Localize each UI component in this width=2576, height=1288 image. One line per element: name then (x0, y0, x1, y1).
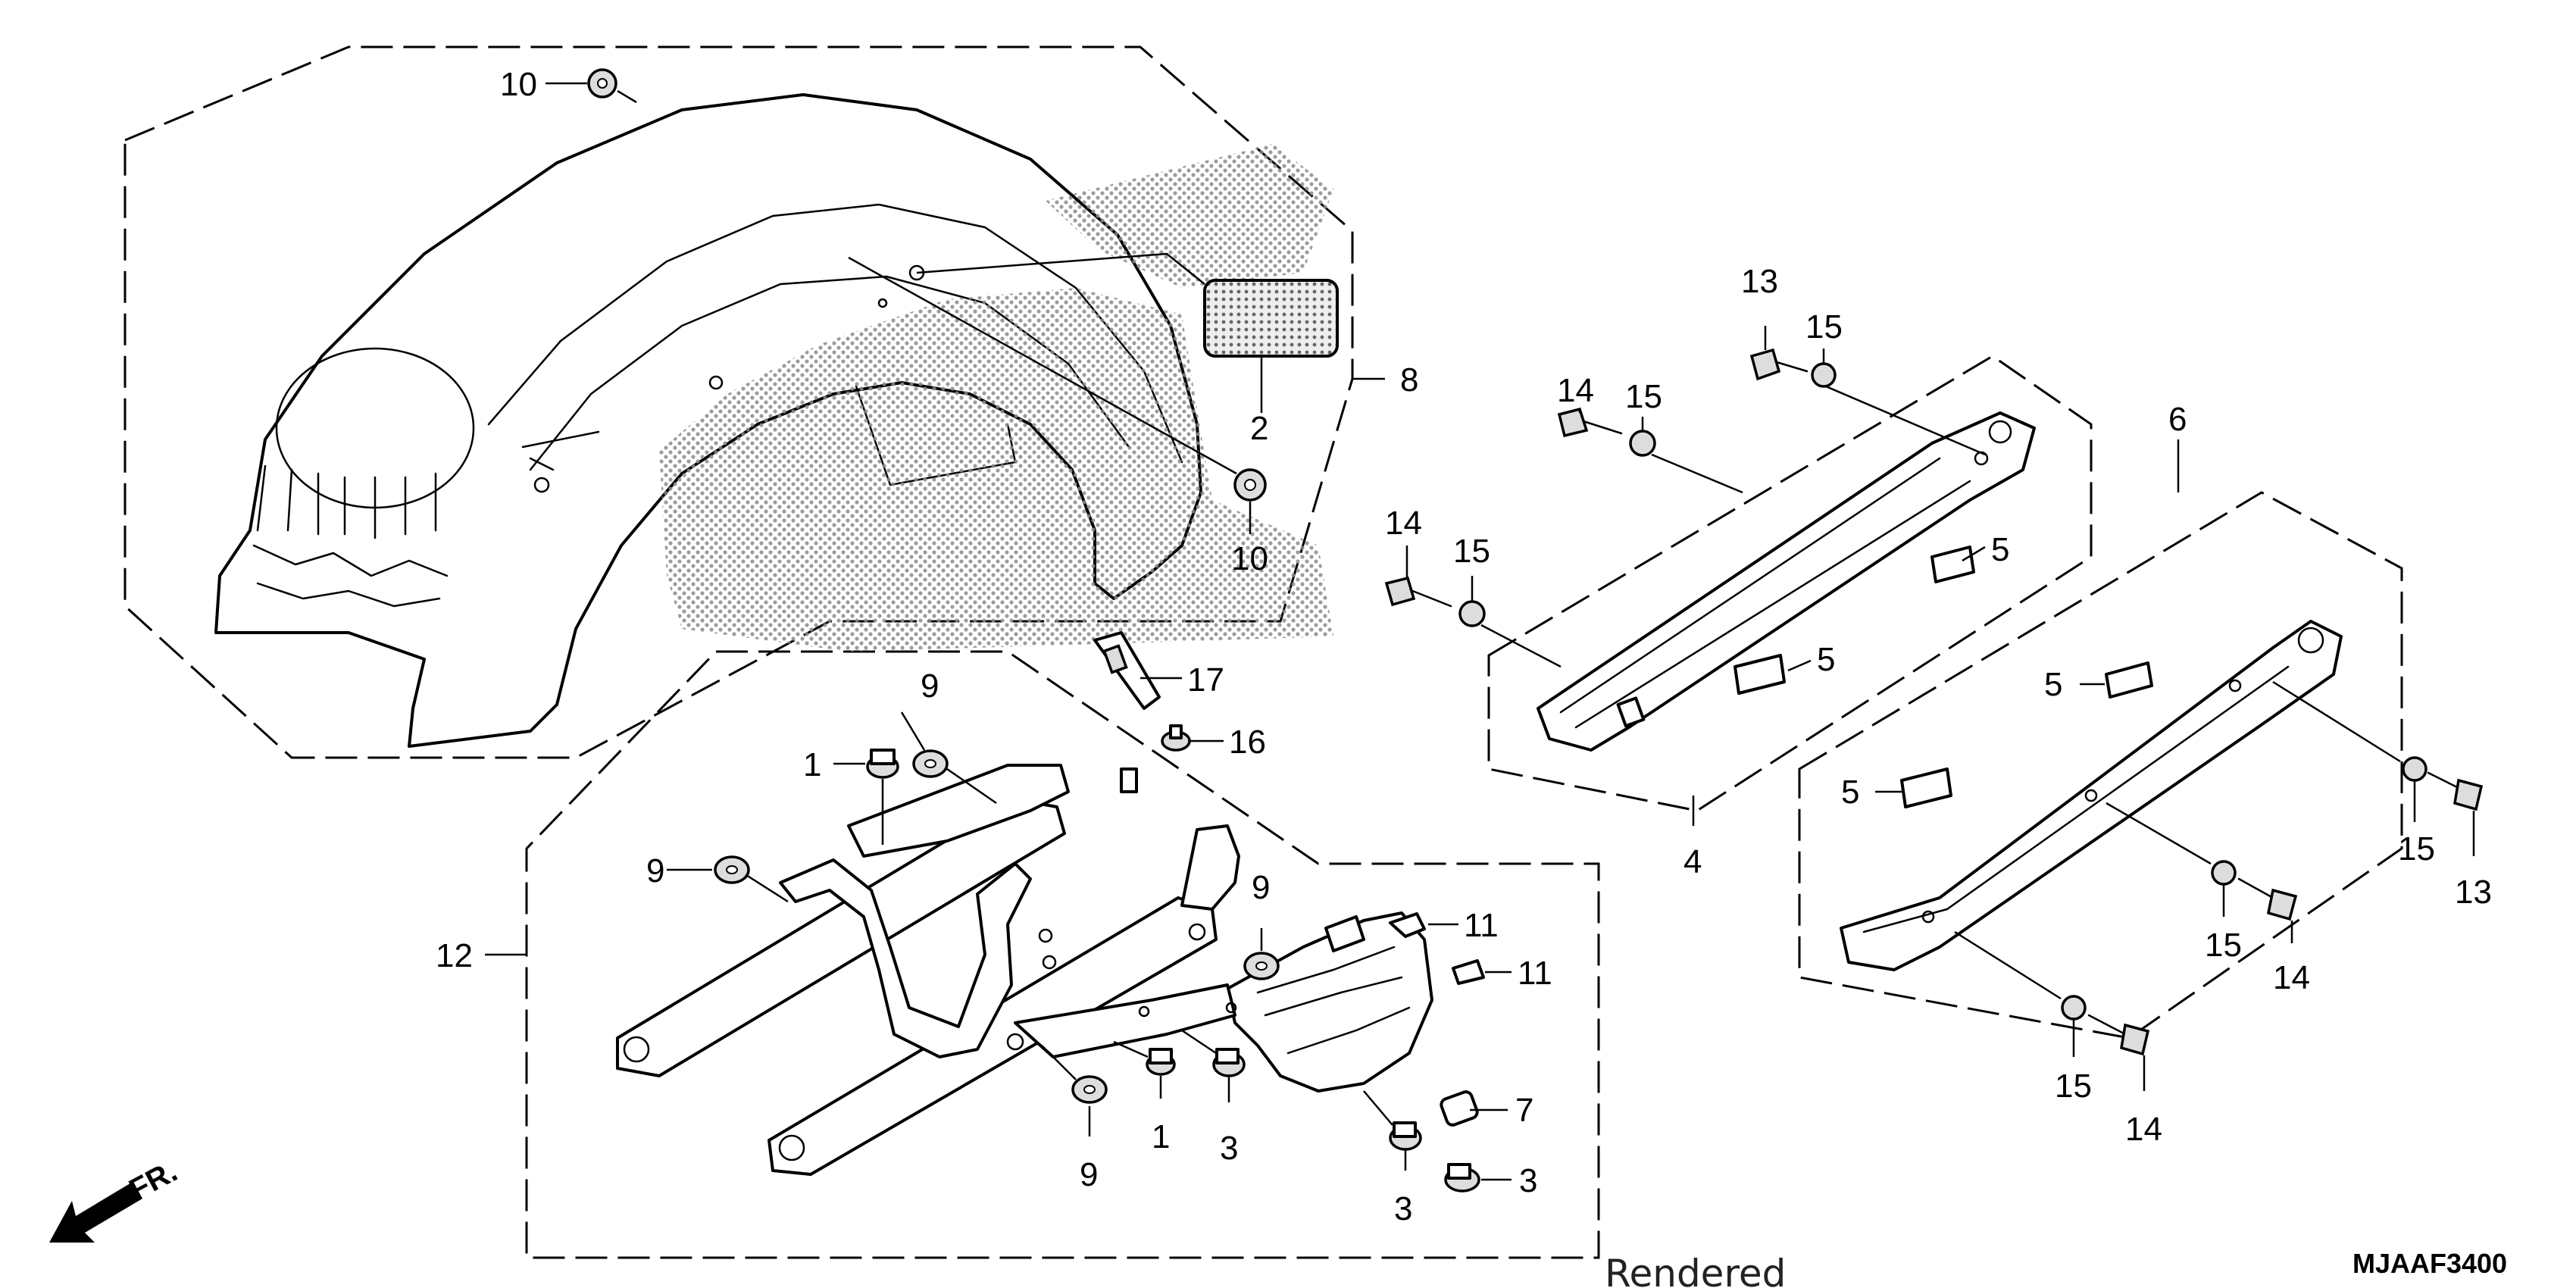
callout-1: 1 (1152, 1118, 1170, 1155)
bolt-13-b (2427, 771, 2484, 811)
bolt-14-b (1384, 576, 1452, 608)
callout-14: 14 (2125, 1111, 2162, 1148)
bolt-14-a (1557, 407, 1623, 438)
callout-15: 15 (2398, 830, 2435, 868)
washer-15-d (2402, 756, 2428, 782)
washer-9-b (714, 855, 750, 884)
collar-7 (1440, 1090, 1479, 1127)
subframe-group-boundary (525, 650, 1600, 1259)
callout-13: 13 (2455, 874, 2492, 911)
callout-8: 8 (1400, 361, 1418, 399)
rear-sub-frame (616, 764, 1433, 1176)
callout-5: 5 (1841, 774, 1859, 811)
callout-10: 10 (500, 66, 537, 103)
bolt-14-d (2087, 1014, 2150, 1056)
arrow-icon (49, 1182, 142, 1243)
callout-14: 14 (1557, 372, 1594, 409)
washer-15-b (1629, 430, 1656, 457)
washer-15-e (2211, 860, 2237, 886)
callout-5: 5 (2044, 666, 2062, 703)
washer-15-c (1458, 600, 1486, 627)
rubber-pad-5-d (1900, 767, 1952, 808)
callout-5: 5 (1817, 641, 1835, 678)
diagram-code: MJAAF3400 (2352, 1248, 2507, 1279)
washer-15-a (1811, 362, 1837, 388)
callout-14: 14 (1385, 505, 1422, 542)
callout-10: 10 (1231, 540, 1268, 577)
callout-4: 4 (1683, 843, 1702, 880)
callout-9: 9 (1252, 869, 1270, 906)
left-grab-rail (1537, 411, 2036, 752)
washer-10-side (1233, 468, 1267, 502)
grommet-1-bottom (1146, 1048, 1176, 1076)
leader-lines (485, 82, 2475, 1181)
clamp (1093, 631, 1161, 710)
callout-15: 15 (1625, 378, 1662, 415)
callout-17: 17 (1187, 661, 1224, 699)
front-direction-indicator: FR. (49, 1155, 183, 1243)
rendered-overlay-text: Rendered (1605, 1252, 1786, 1288)
right-grab-rail-group-boundary (1798, 491, 2403, 1039)
callout-labels: 10 2 10 8 17 16 1 9 9 12 9 11 11 7 9 1 3… (436, 66, 2492, 1227)
callout-2: 2 (1250, 410, 1268, 447)
callout-9: 9 (646, 852, 664, 889)
washer-15-f (2061, 995, 2087, 1021)
callout-14: 14 (2273, 959, 2310, 996)
bolt-13-a (1749, 348, 1809, 381)
rubber-pad-5-a (1930, 546, 1975, 583)
callout-3: 3 (1519, 1162, 1537, 1199)
grommet-1-top (866, 749, 899, 779)
callout-11: 11 (1464, 907, 1499, 944)
callout-16: 16 (1229, 724, 1266, 761)
callout-13: 13 (1741, 263, 1778, 300)
callout-12: 12 (436, 937, 473, 974)
callout-9: 9 (921, 667, 939, 705)
washer-9-a (912, 749, 949, 778)
nut-11-b (1452, 959, 1485, 985)
washer-10-top (587, 68, 617, 98)
collar-3-a (1212, 1048, 1246, 1077)
callout-3: 3 (1220, 1130, 1238, 1167)
rubber-pad-5-c (2105, 661, 2153, 699)
washer-9-c (1243, 952, 1280, 980)
callout-6: 6 (2168, 401, 2187, 438)
collar-3-c (1444, 1163, 1480, 1193)
right-grab-rail (1840, 620, 2343, 971)
rubber-pad-5-b (1733, 654, 1786, 695)
callout-15: 15 (1453, 533, 1490, 570)
rear-fender (214, 93, 1333, 748)
callout-15: 15 (2205, 927, 2242, 964)
bolt-14-c (2237, 877, 2298, 921)
callout-5: 5 (1991, 531, 2009, 568)
callout-7: 7 (1515, 1092, 1533, 1129)
collar-3-b (1389, 1121, 1422, 1151)
washer-9-d (1071, 1075, 1108, 1104)
callout-15: 15 (1805, 308, 1843, 345)
callout-9: 9 (1080, 1156, 1098, 1193)
callout-3: 3 (1394, 1190, 1412, 1227)
reflector (1203, 279, 1339, 358)
nut-11-a (1389, 912, 1426, 938)
callout-15: 15 (2055, 1068, 2092, 1105)
screw (1161, 724, 1191, 752)
callout-1: 1 (803, 746, 821, 783)
callout-11: 11 (1518, 955, 1552, 992)
